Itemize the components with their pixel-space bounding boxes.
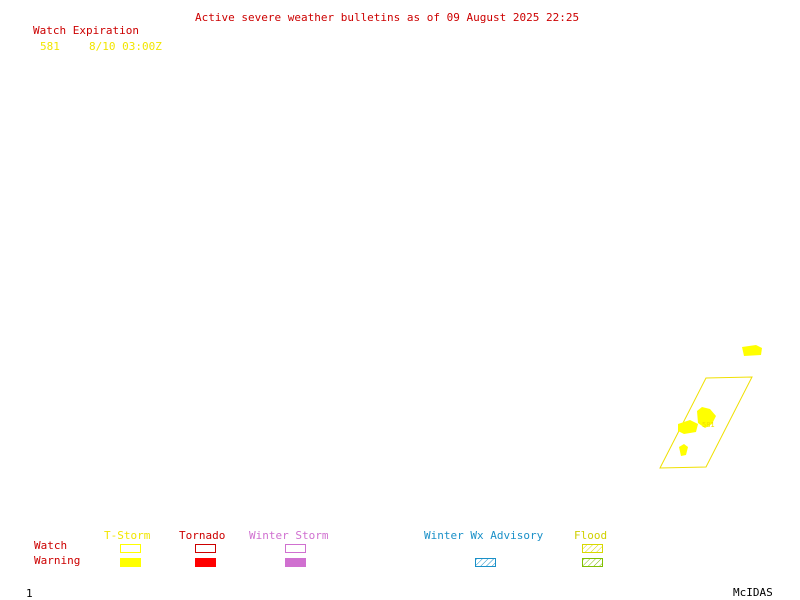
tstorm-warning-swatch: [120, 558, 141, 567]
flood-warning-swatch: [582, 558, 603, 567]
tstorm-warning-polygon: [678, 420, 698, 434]
legend-tstorm-label: T-Storm: [104, 529, 151, 542]
watch-table-header: Watch Expiration: [33, 24, 139, 37]
tstorm-watch-swatch: [120, 544, 141, 553]
tstorm-warning-polygon: [742, 345, 762, 356]
tstorm-warning-polygon: [697, 407, 716, 428]
winter-storm-watch-swatch: [285, 544, 306, 553]
watch-number: 581: [40, 40, 60, 53]
winter-storm-warning-swatch: [285, 558, 306, 567]
frame-number: 1: [26, 587, 33, 600]
legend-tornado-label: Tornado: [179, 529, 226, 542]
tornado-warning-swatch: [195, 558, 216, 567]
mcidas-brand: McIDAS: [733, 586, 773, 599]
watch-expiration: 8/10 03:00Z: [89, 40, 162, 53]
tornado-watch-swatch: [195, 544, 216, 553]
watch-box-581: [659, 376, 753, 469]
legend-winter-storm-label: Winter Storm: [249, 529, 329, 542]
legend-winter-wx-advisory-label: Winter Wx Advisory: [424, 529, 544, 542]
legend-watch-row-label: Watch: [34, 539, 68, 552]
legend-warning-row-label: Warning: [34, 554, 81, 567]
bulletin-title: Active severe weather bulletins as of 09…: [195, 11, 580, 24]
map-watch-label: 581: [702, 421, 715, 429]
tstorm-warning-polygon: [679, 444, 688, 456]
flood-watch-swatch: [582, 544, 603, 553]
winter-wx-advisory-swatch: [475, 558, 496, 567]
legend-flood-label: Flood: [574, 529, 608, 542]
